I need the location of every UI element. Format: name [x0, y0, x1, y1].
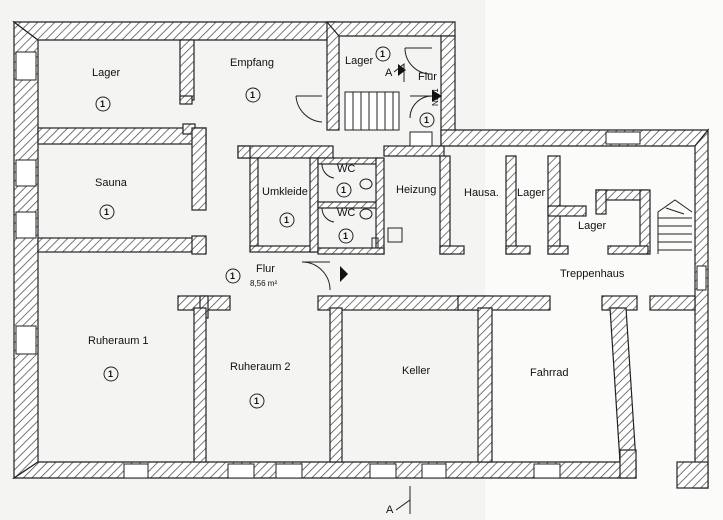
- doors: [295, 47, 433, 291]
- room-number-ruheraum-1: 1: [103, 366, 119, 382]
- windows: [15, 51, 707, 479]
- room-number-ruheraum-2: 1: [249, 393, 265, 409]
- room-number-sauna: 1: [99, 204, 115, 220]
- room-number-markers: 1 1 1 1 1 1 1 1 1 1 1: [95, 46, 435, 409]
- room-label-wc-2: WC: [337, 207, 355, 219]
- svg-text:1: 1: [230, 271, 235, 281]
- section-a-top: A: [385, 67, 393, 79]
- room-label-flur: Flur: [256, 263, 275, 275]
- room-label-lager-1: Lager: [92, 67, 120, 79]
- room-label-sauna: Sauna: [95, 177, 128, 189]
- svg-text:1: 1: [380, 49, 385, 59]
- svg-text:1: 1: [100, 99, 105, 109]
- stairs-treppenhaus: [657, 199, 693, 254]
- room-label-empfang: Empfang: [230, 57, 274, 69]
- room-number-wc-2: 1: [338, 228, 354, 244]
- svg-text:1: 1: [343, 231, 348, 241]
- room-label-wc-1: WC: [337, 163, 355, 175]
- interior-walls: [37, 39, 696, 479]
- room-area-flur: 8,56 m²: [250, 279, 277, 288]
- room-label-lager-2: Lager: [345, 55, 373, 67]
- room-labels: Lager Empfang Lager Flur Sauna Umkleide …: [88, 55, 625, 379]
- room-number-empfang: 1: [245, 87, 261, 103]
- room-label-flur-top: Flur: [418, 71, 437, 83]
- room-label-lager-3: Lager: [517, 187, 545, 199]
- room-label-ruheraum-2: Ruheraum 2: [230, 361, 291, 373]
- svg-text:1: 1: [108, 369, 113, 379]
- room-label-lager-4: Lager: [578, 220, 606, 232]
- room-label-ruheraum-1: Ruheraum 1: [88, 335, 149, 347]
- room-label-umkleide: Umkleide: [262, 186, 308, 198]
- svg-text:1: 1: [250, 90, 255, 100]
- svg-text:1: 1: [424, 115, 429, 125]
- room-number-flur: 1: [225, 268, 241, 284]
- room-label-fahrrad: Fahrrad: [530, 367, 569, 379]
- room-number-umkleide: 1: [279, 212, 295, 228]
- section-a-bottom: A: [386, 504, 394, 516]
- ne-marker: NE 1: [431, 88, 440, 106]
- svg-text:1: 1: [104, 207, 109, 217]
- svg-text:1: 1: [341, 185, 346, 195]
- svg-text:1: 1: [284, 215, 289, 225]
- room-number-flur-top: 1: [419, 112, 435, 128]
- stairs-top: [344, 91, 400, 131]
- room-number-wc-1: 1: [336, 182, 352, 198]
- room-number-lager-1: 1: [95, 96, 111, 112]
- room-label-heizung: Heizung: [396, 184, 436, 196]
- room-label-keller: Keller: [402, 365, 430, 377]
- room-number-lager-2: 1: [375, 46, 391, 62]
- room-label-treppenhaus: Treppenhaus: [560, 268, 625, 280]
- section-markers: A A NE 1: [385, 62, 442, 516]
- svg-text:1: 1: [254, 396, 259, 406]
- room-label-hausa: Hausa.: [464, 187, 499, 199]
